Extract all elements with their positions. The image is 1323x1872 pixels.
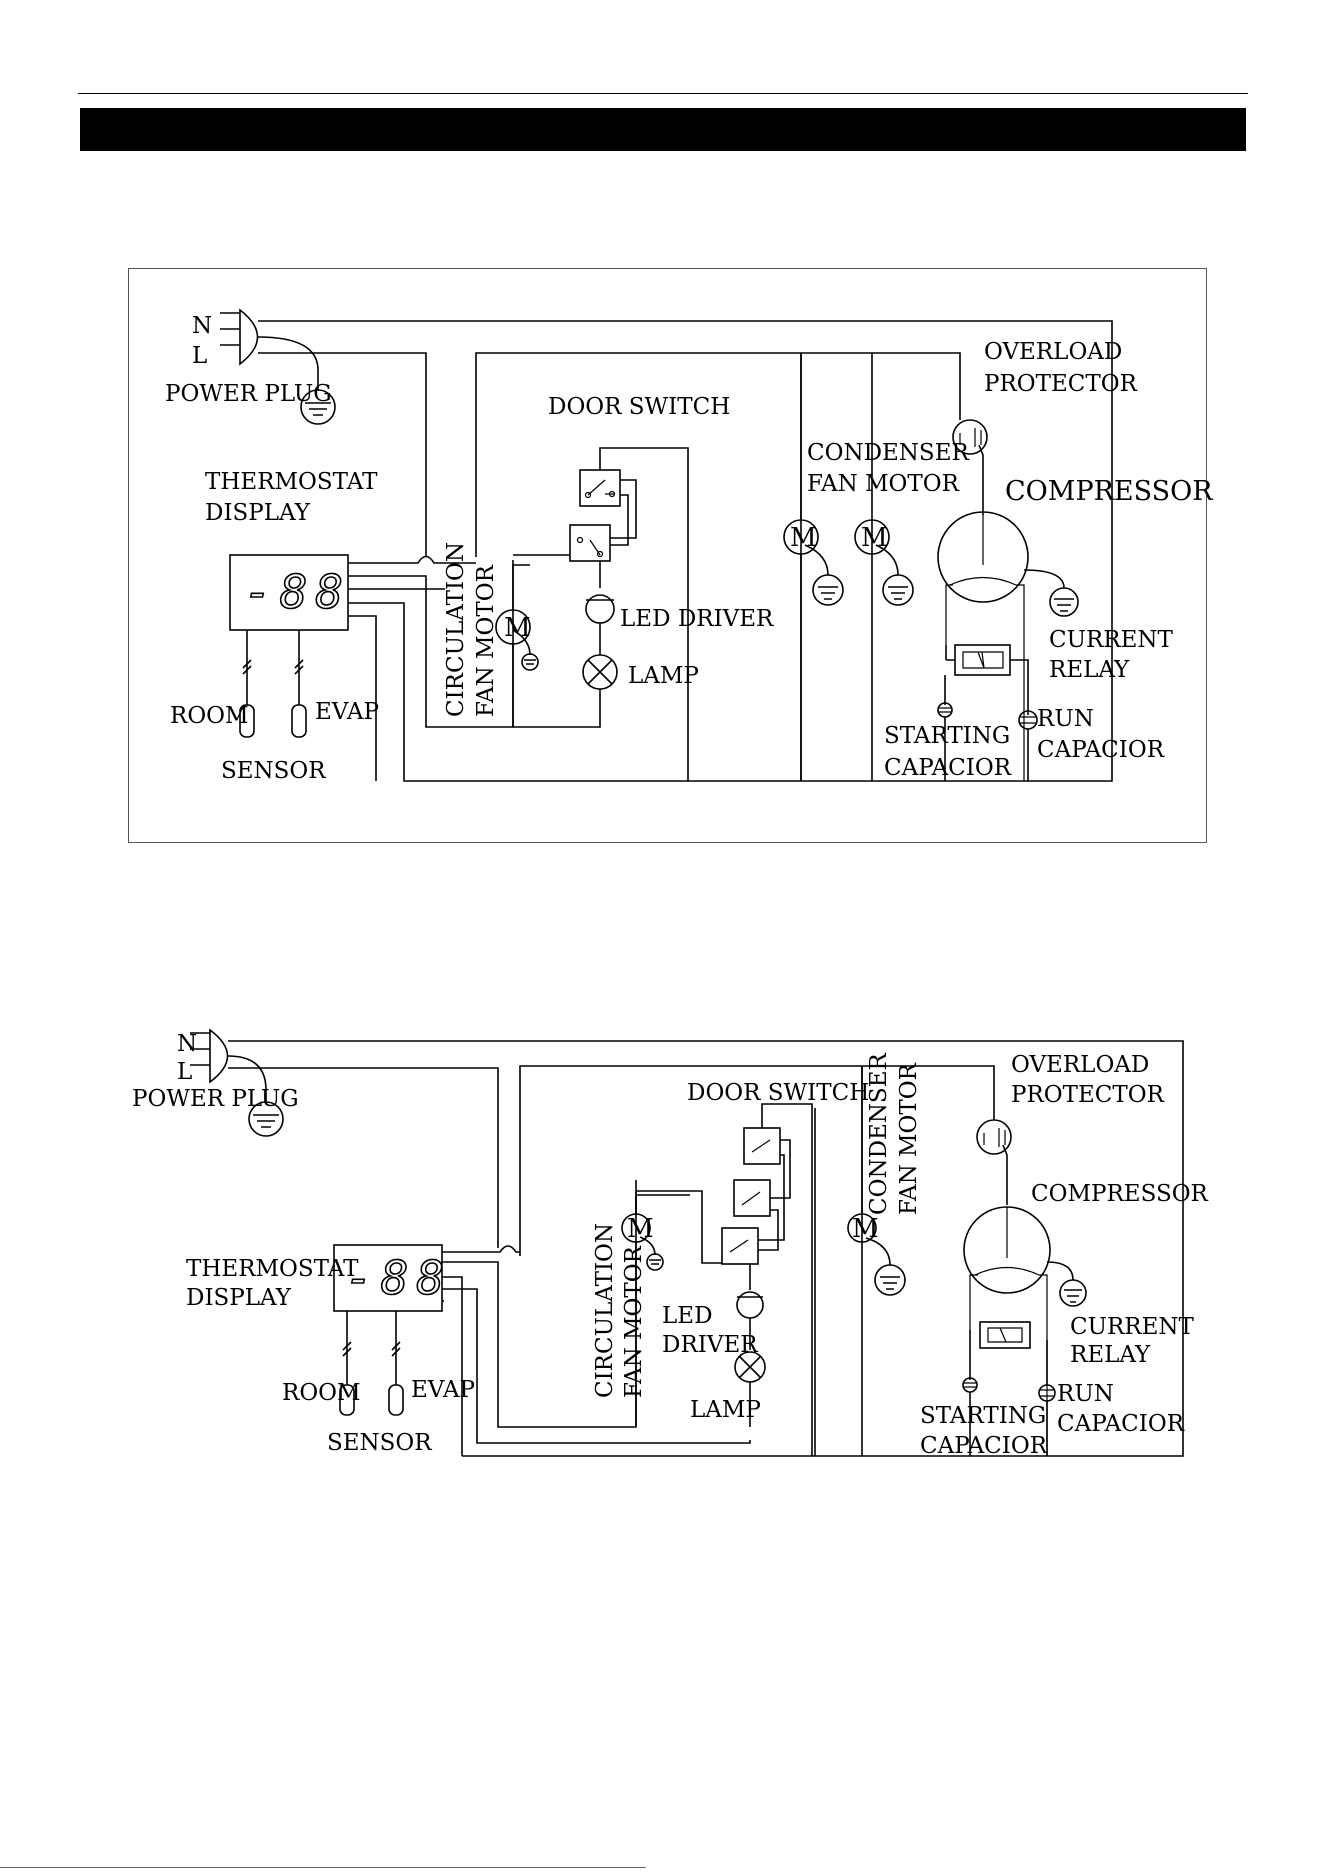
bottom-rule (0, 1867, 646, 1868)
diagram1-wires (220, 308, 1113, 782)
thermostat-display-2-box (333, 1244, 443, 1312)
plug-n-label-2: N (177, 1031, 197, 1057)
overload-2-label-2: PROTECTOR (1011, 1082, 1165, 1108)
starting-capacitor-icon (937, 702, 953, 718)
diagram1-labels: N L POWER PLUG THERMOSTAT DISPLAY -88 RO… (165, 313, 1213, 784)
condenser-motor-3-symbol: M (852, 1214, 879, 1244)
condenser-label-1: CONDENSER (807, 440, 969, 466)
compressor-label: COMPRESSOR (1005, 476, 1213, 507)
overload-label-1: OVERLOAD (984, 339, 1122, 365)
overload-protector-2-icon (976, 1119, 1012, 1155)
condenser-motor-1-symbol: M (790, 523, 817, 553)
plug-l-label-2: L (177, 1059, 192, 1085)
sensor-label-2: SENSOR (327, 1430, 432, 1456)
led-driver-2-icon (736, 1291, 764, 1319)
power-plug-label: POWER PLUG (165, 381, 332, 407)
sensor-label: SENSOR (221, 758, 326, 784)
run-capacitor-2-label-1: RUN (1057, 1381, 1114, 1407)
overload-label-2: PROTECTOR (984, 371, 1138, 397)
room-sensor-2-icon (339, 1384, 355, 1416)
current-relay-2-label-2: RELAY (1070, 1342, 1151, 1368)
current-relay-label-2: RELAY (1049, 657, 1130, 683)
compressor-icon (937, 511, 1029, 603)
circulation-fan-2-label-1: CIRCULATION (592, 1223, 618, 1398)
circulation-fan-label-2: FAN MOTOR (473, 564, 499, 717)
condenser-fan-motor-3-icon (847, 1213, 877, 1243)
lamp-label-2: LAMP (690, 1397, 761, 1423)
starting-capacitor-2-icon (962, 1377, 978, 1393)
display-readout: -88 (244, 565, 351, 619)
starting-capacitor-2-label-1: STARTING (920, 1403, 1046, 1429)
diagram2-labels: N L POWER PLUG THERMOSTAT DISPLAY -88 RO… (132, 1031, 1209, 1459)
power-plug-icon (239, 308, 259, 366)
thermostat-display-box (229, 554, 349, 631)
overload-2-label-1: OVERLOAD (1011, 1052, 1149, 1078)
circulation-motor-2-symbol: M (627, 1214, 654, 1244)
run-capacitor-label-2: CAPACIOR (1037, 737, 1165, 763)
power-plug-label-2: POWER PLUG (132, 1086, 299, 1112)
starting-capacitor-2-label-2: CAPACIOR (920, 1433, 1048, 1459)
condenser-motor-2-symbol: M (861, 523, 888, 553)
room-label-2: ROOM (282, 1380, 361, 1406)
diagram2-wires (190, 1028, 1184, 1457)
condenser-2-label-1: CONDENSER (866, 1053, 892, 1215)
thermostat-label-1: THERMOSTAT (205, 469, 378, 495)
door-switch-label: DOOR SWITCH (548, 394, 730, 420)
room-sensor-icon (239, 704, 255, 738)
ground-icon (300, 389, 336, 425)
power-plug-2-icon (209, 1028, 229, 1084)
condenser-fan-motor-2-icon (854, 519, 890, 555)
starting-capacitor-label-1: STARTING (884, 723, 1010, 749)
current-relay-2-icon (979, 1321, 1031, 1349)
door-switch-upper-icon (579, 469, 621, 507)
circulation-fan-2-label-2: FAN MOTOR (621, 1245, 647, 1398)
evap-sensor-2-icon (388, 1384, 404, 1416)
current-relay-2-label-1: CURRENT (1070, 1314, 1195, 1340)
display-readout-2: -88 (345, 1251, 452, 1305)
condenser-label-2: FAN MOTOR (807, 471, 960, 497)
run-capacitor-2-label-2: CAPACIOR (1057, 1411, 1185, 1437)
led-label-2-2: DRIVER (662, 1332, 758, 1358)
compressor-label-2: COMPRESSOR (1031, 1181, 1209, 1207)
door-switch-2c-icon (721, 1227, 759, 1265)
current-relay-label-1: CURRENT (1049, 627, 1174, 653)
plug-l-label: L (192, 343, 207, 369)
plug-n-label: N (192, 313, 212, 339)
led-driver-label: LED DRIVER (620, 606, 774, 632)
condenser-2-label-2: FAN MOTOR (896, 1062, 922, 1215)
evap-label-2: EVAP (411, 1377, 475, 1403)
header-bar (80, 108, 1246, 151)
led-label-2-1: LED (662, 1303, 713, 1329)
room-label: ROOM (170, 703, 249, 729)
evap-sensor-icon (291, 704, 307, 738)
thermostat-2-label-2: DISPLAY (186, 1285, 292, 1311)
ground-2-icon (248, 1101, 284, 1137)
evap-label: EVAP (315, 699, 379, 725)
top-rule (78, 93, 1248, 94)
overload-protector-icon (952, 419, 988, 455)
circulation-fan-label-1: CIRCULATION (443, 542, 469, 717)
lamp-label: LAMP (628, 663, 699, 689)
door-switch-label-2: DOOR SWITCH (687, 1080, 869, 1106)
circulation-motor-symbol: M (504, 613, 531, 643)
thermostat-2-label-1: THERMOSTAT (186, 1256, 359, 1282)
door-switch-lower-icon (569, 524, 611, 562)
thermostat-label-2: DISPLAY (205, 500, 311, 526)
starting-capacitor-label-2: CAPACIOR (884, 755, 1012, 781)
run-capacitor-label-1: RUN (1037, 706, 1094, 732)
